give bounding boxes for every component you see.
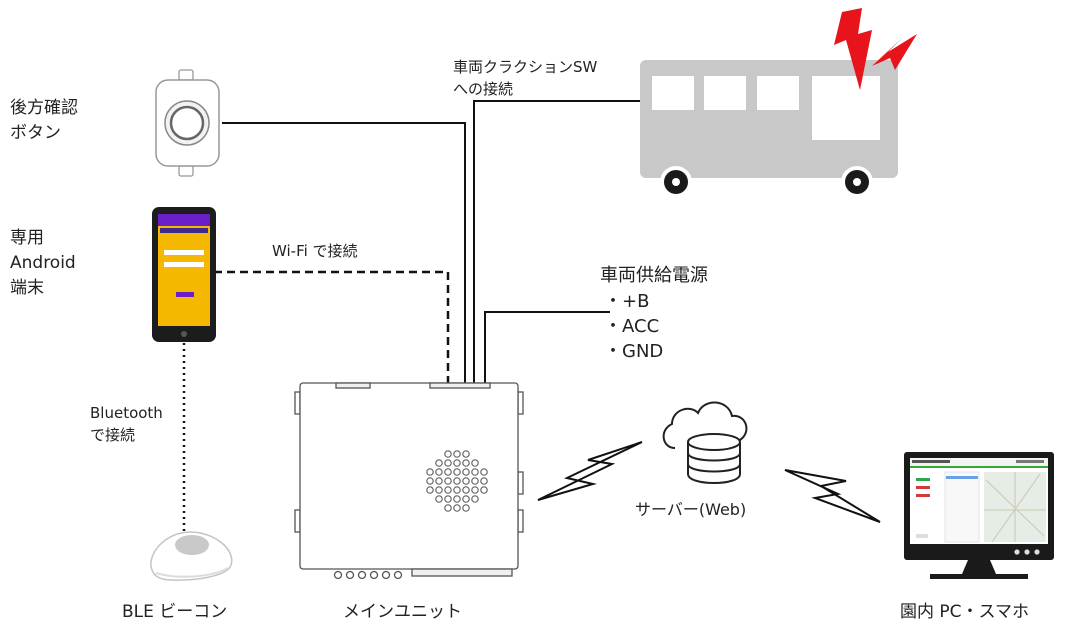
speaker-hole bbox=[462, 504, 470, 512]
speaker-hole bbox=[435, 495, 443, 503]
speaker-hole bbox=[462, 486, 470, 494]
rear-button-icon bbox=[155, 69, 220, 177]
speaker-hole bbox=[453, 477, 461, 485]
speaker-hole bbox=[480, 468, 488, 476]
ble-beacon-label: BLE ビーコン bbox=[122, 602, 228, 622]
rear-button-label: 後方確認 ボタン bbox=[10, 98, 78, 143]
lightning-bolt-icon-left bbox=[537, 441, 643, 501]
speaker-hole bbox=[471, 459, 479, 467]
wifi-connection-line bbox=[214, 270, 450, 383]
speaker-hole bbox=[444, 486, 452, 494]
speaker-hole bbox=[453, 504, 461, 512]
android-phone-icon bbox=[152, 207, 216, 342]
speaker-hole bbox=[435, 486, 443, 494]
speaker-hole bbox=[444, 450, 452, 458]
speaker-grille bbox=[426, 450, 488, 512]
main-unit-label: メインユニット bbox=[343, 602, 462, 622]
speaker-hole bbox=[462, 468, 470, 476]
main-unit-icon bbox=[294, 382, 524, 580]
speaker-hole bbox=[426, 486, 434, 494]
speaker-hole bbox=[444, 477, 452, 485]
ble-beacon-icon bbox=[150, 531, 233, 581]
android-device-label: 専用 Android 端末 bbox=[10, 228, 76, 298]
speaker-hole bbox=[462, 450, 470, 458]
speaker-hole bbox=[435, 477, 443, 485]
speaker-hole bbox=[453, 486, 461, 494]
speaker-hole bbox=[444, 468, 452, 476]
speaker-hole bbox=[453, 450, 461, 458]
speaker-hole bbox=[453, 459, 461, 467]
speaker-hole bbox=[426, 468, 434, 476]
speaker-hole bbox=[471, 468, 479, 476]
power-item-b: ・+B bbox=[604, 291, 650, 312]
speaker-hole bbox=[435, 459, 443, 467]
wifi-label: Wi-Fi で接続 bbox=[272, 242, 358, 260]
horn-switch-label: 車両クラクションSW への接続 bbox=[453, 58, 598, 98]
speaker-hole bbox=[453, 468, 461, 476]
speaker-hole bbox=[480, 477, 488, 485]
speaker-hole bbox=[471, 486, 479, 494]
speaker-hole bbox=[462, 459, 470, 467]
speaker-hole bbox=[462, 477, 470, 485]
pc-smartphone-label: 園内 PC・スマホ bbox=[900, 602, 1030, 622]
cloud-database-icon bbox=[662, 401, 748, 484]
speaker-hole bbox=[426, 477, 434, 485]
lightning-bolt-icon-right bbox=[784, 469, 881, 523]
power-supply-title: 車両供給電源 bbox=[600, 265, 708, 286]
speaker-hole bbox=[444, 504, 452, 512]
bus-icon bbox=[640, 60, 898, 198]
speaker-hole bbox=[462, 495, 470, 503]
speaker-hole bbox=[453, 495, 461, 503]
speaker-hole bbox=[444, 459, 452, 467]
pc-monitor-icon bbox=[904, 452, 1054, 579]
server-label: サーバー(Web) bbox=[635, 500, 747, 519]
power-item-acc: ・ACC bbox=[604, 316, 660, 337]
speaker-hole bbox=[435, 468, 443, 476]
power-supply-cable bbox=[484, 311, 610, 383]
horn-alert-icon bbox=[834, 8, 917, 90]
horn-switch-cable bbox=[473, 100, 645, 383]
speaker-hole bbox=[471, 495, 479, 503]
speaker-hole bbox=[444, 495, 452, 503]
power-item-gnd: ・GND bbox=[604, 341, 664, 362]
bluetooth-label: Bluetooth で接続 bbox=[90, 404, 163, 444]
speaker-hole bbox=[471, 477, 479, 485]
speaker-hole bbox=[480, 486, 488, 494]
rear-button-cable bbox=[222, 122, 466, 383]
